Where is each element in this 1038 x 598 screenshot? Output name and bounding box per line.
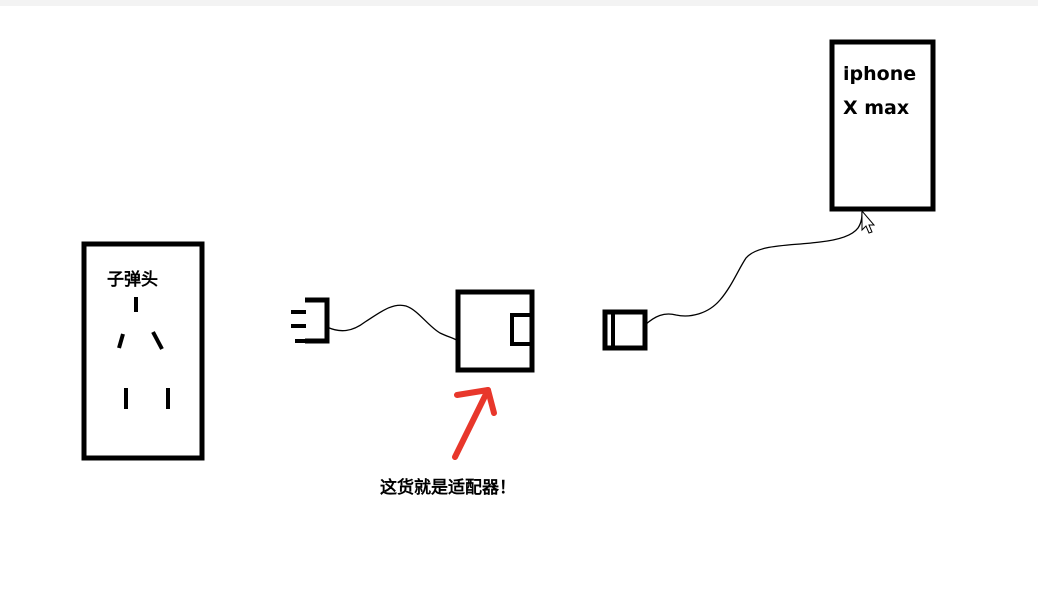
phone-label-variant: X max (843, 97, 910, 119)
power-plug (291, 297, 330, 344)
cable-connector-to-phone (644, 211, 863, 326)
red-arrow-icon (452, 387, 497, 460)
socket-label: 子弹头 (107, 270, 158, 290)
usb-connector (602, 309, 648, 351)
wall-socket (81, 241, 205, 461)
mouse-cursor-icon (861, 209, 876, 234)
phone-frame (829, 39, 936, 212)
cable-plug-to-adapter (326, 304, 459, 342)
socket-frame (81, 241, 205, 461)
power-adapter (455, 289, 535, 373)
adapter-body (455, 289, 535, 373)
usb-connector-body (602, 309, 648, 351)
top-border-strip (0, 0, 1038, 6)
adapter-annotation: 这货就是适配器！ (380, 478, 516, 498)
socket-hole-right-slant (151, 331, 164, 350)
phone-label-model: iphone (843, 63, 917, 85)
plug-body (305, 297, 330, 344)
adapter-port (510, 313, 534, 346)
socket-hole-left-slant (117, 333, 125, 349)
